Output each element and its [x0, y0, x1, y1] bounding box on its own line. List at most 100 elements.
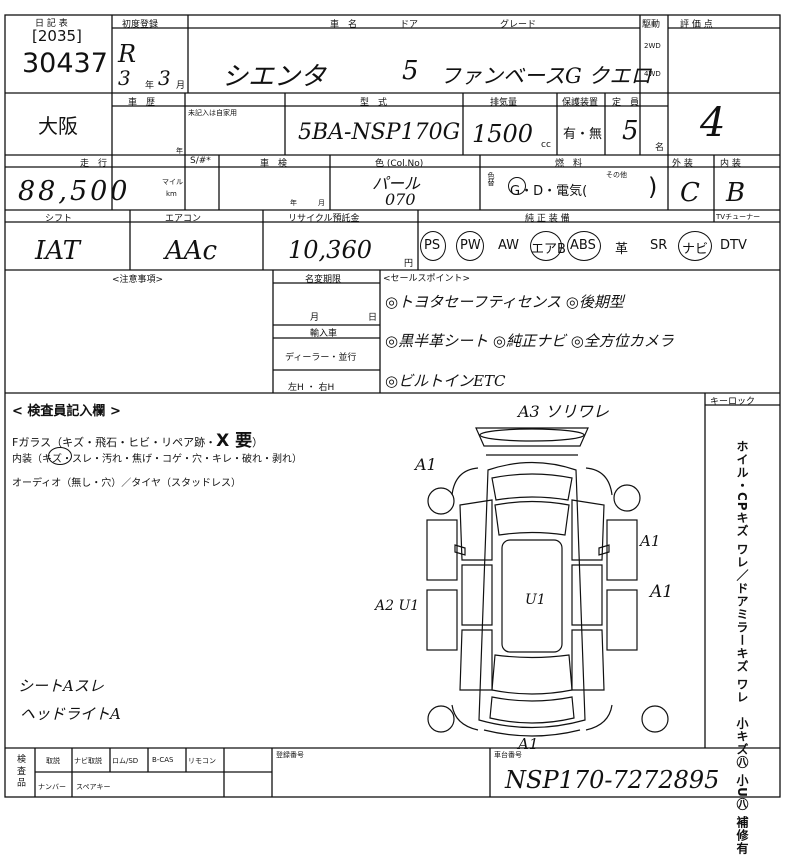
- lot-session: [2035]: [32, 27, 82, 45]
- equip-dtv: DTV: [720, 238, 747, 253]
- recycle-label: リサイクル預託金: [288, 214, 360, 224]
- footer-rom-sd: ロム/SD: [112, 757, 139, 765]
- mileage-label: 走 行: [80, 159, 108, 169]
- km-unit: km: [166, 190, 177, 198]
- footer-bcas: B-CAS: [152, 756, 174, 764]
- smark-label: S/#*: [190, 156, 211, 166]
- exterior-label: 外 装: [672, 159, 693, 169]
- vehicle-score: 4: [700, 100, 726, 146]
- fuel-gasoline-circle: [508, 177, 526, 195]
- color-name: パール: [372, 174, 421, 193]
- sales-label: <セールスポイント>: [383, 274, 471, 284]
- import-label: 輸入車: [310, 329, 338, 339]
- mark-rear: A1: [518, 735, 539, 753]
- mark-right-rear: A1: [650, 582, 674, 602]
- header-title: 日 記 表: [35, 19, 68, 29]
- reg-era: R: [118, 40, 137, 68]
- drive-label: 駆動: [642, 20, 661, 30]
- protection-value: 有・無: [563, 127, 603, 142]
- door-label: ドア: [400, 20, 419, 30]
- sales-point-3: ◎ビルトインETC: [385, 372, 506, 390]
- handle-label: 左H ・ 右H: [288, 383, 335, 393]
- car-name-label: 車 名: [330, 20, 358, 30]
- side-legend: ホイル・CPキズ ワレ／ドアミラーキズ ワレ 小キズ㊇ 小U㊇ 補修有: [735, 440, 749, 855]
- footer-reg-label: 登録番号: [276, 751, 304, 759]
- footer-spare-key: スペアキー: [76, 783, 111, 791]
- sales-point-1: ◎トヨタセーフティセンス ◎後期型: [385, 293, 624, 311]
- equip-abs-circle: [567, 231, 601, 261]
- equip-pw-circle: [456, 231, 484, 261]
- cc-unit: cc: [541, 140, 551, 150]
- inspector-line-3: オーディオ（無し・穴）／タイヤ（スタッドレス）: [12, 478, 241, 489]
- reg-month: 3: [158, 66, 171, 90]
- shift-label: シフト: [45, 214, 73, 224]
- model-code: 5BA-NSP170G: [298, 120, 461, 145]
- footer-left-label: 検 査 品: [15, 754, 25, 787]
- shift-value: IAT: [35, 236, 80, 266]
- vehicle-grade: ファンベースG クエロ: [440, 64, 652, 88]
- color-change: 色替: [487, 172, 495, 186]
- inspector-note-2: ヘッドライトA: [20, 705, 121, 723]
- fuel-label: 燃 料: [555, 159, 583, 169]
- inspector-line-2: 内装（キズ・スレ・汚れ・焦げ・コゲ・穴・キレ・破れ・剥れ）: [12, 454, 302, 465]
- grade-label: グレード: [500, 20, 537, 30]
- displacement-label: 排気量: [490, 98, 518, 108]
- equip-airbag-circle: [530, 231, 562, 261]
- score-label: 評 価 点: [680, 20, 713, 30]
- inspection-label: 車 検: [260, 159, 288, 169]
- mark-right-door: A1: [640, 532, 661, 550]
- inspection-year: 年: [290, 199, 297, 207]
- tuner-label: TVチューナー: [716, 213, 761, 221]
- equip-ps-circle: [420, 231, 446, 261]
- auction-sheet: 日 記 表 初度登録 車 名 ドア グレード 駆動 評 価 点 2WD 4WD …: [4, 14, 781, 855]
- mark-roof: U1: [525, 592, 546, 608]
- reg-year: 3: [118, 66, 131, 90]
- sheet-grid: [4, 14, 781, 798]
- color-code: 070: [385, 190, 416, 209]
- year-mark: 年: [176, 147, 183, 155]
- footer-manual: 取説: [46, 757, 60, 765]
- footer-chassis-label: 車台番号: [494, 751, 522, 759]
- color-label: 色 (Col.No): [375, 159, 424, 169]
- fuel-options: G・D・電気(: [510, 184, 588, 199]
- equip-aw: AW: [498, 238, 520, 253]
- inspector-title: < 検査員記入欄 >: [12, 404, 121, 419]
- first-reg-label: 初度登録: [122, 20, 159, 30]
- vehicle-name: シエンタ: [222, 62, 327, 92]
- lot-number: 30437: [22, 48, 108, 79]
- location: 大阪: [38, 114, 78, 138]
- dealer-label: ディーラー・並行: [285, 353, 357, 363]
- mark-left-door: A2 U1: [375, 598, 420, 614]
- equip-navi-circle: [678, 231, 712, 261]
- reg-month-unit: 月: [176, 81, 186, 91]
- mileage-value: 88,500: [18, 176, 131, 207]
- protection-label: 保護装置: [562, 98, 599, 108]
- interior-label: 内 装: [720, 159, 741, 169]
- displacement-value: 1500: [472, 120, 534, 148]
- keylock-label: キーロック: [710, 397, 756, 407]
- expiry-month: 月: [310, 313, 320, 323]
- recycle-value: 10,360: [288, 236, 372, 264]
- footer-number: ナンバー: [38, 783, 66, 791]
- capacity-label: 定 員: [612, 98, 640, 108]
- equip-sr: SR: [650, 238, 668, 253]
- inspector-scratch-circle: [48, 447, 72, 465]
- vehicle-doors: 5: [402, 56, 419, 86]
- model-label: 型 式: [360, 98, 388, 108]
- reg-year-unit: 年: [145, 81, 155, 91]
- footer-navi-manual: ナビ取説: [74, 757, 102, 765]
- drive-2wd: 2WD: [644, 42, 661, 50]
- history-label: 車 歴: [128, 98, 156, 108]
- sales-point-2: ◎黒半革シート ◎純正ナビ ◎全方位カメラ: [385, 332, 674, 350]
- inspection-month: 月: [318, 199, 325, 207]
- mile-unit: マイル: [162, 178, 183, 186]
- drive-4wd: 4WD: [644, 70, 661, 78]
- fuel-close: ): [648, 173, 658, 201]
- capacity-unit: 名: [655, 143, 665, 153]
- expiry-label: 名変期限: [305, 275, 342, 285]
- expiry-day: 日: [368, 313, 378, 323]
- inspector-line-1: Fガラス（キズ・飛石・ヒビ・リペア跡・X 要）: [12, 431, 264, 451]
- mark-front-left: A1: [415, 455, 437, 474]
- interior-grade: B: [726, 178, 746, 208]
- inspector-note-1: シートAスレ: [18, 677, 104, 695]
